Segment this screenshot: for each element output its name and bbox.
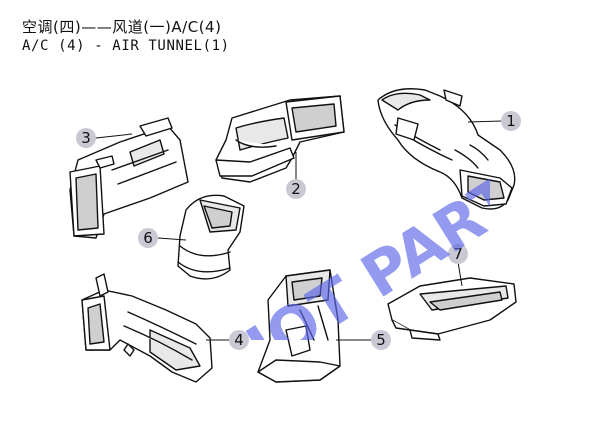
leader-6 xyxy=(157,237,187,241)
leader-3 xyxy=(95,133,133,139)
callout-5: 5 xyxy=(371,330,391,350)
title-chinese: 空调(四)——风道(一)A/C(4) xyxy=(22,18,222,36)
callout-1: 1 xyxy=(501,111,521,131)
part-4-air-duct xyxy=(81,273,213,383)
callout-7: 7 xyxy=(448,244,468,264)
leader-7 xyxy=(457,261,463,287)
part-2-air-duct xyxy=(215,95,345,183)
callout-3: 3 xyxy=(76,128,96,148)
callout-6: 6 xyxy=(138,228,158,248)
callout-2: 2 xyxy=(286,179,306,199)
title-english: A/C (4) - AIR TUNNEL(1) xyxy=(22,38,230,54)
part-5-air-duct xyxy=(257,269,341,383)
part-7-air-duct xyxy=(387,277,517,341)
svg-text:2: 2 xyxy=(291,180,301,198)
part-6-air-duct xyxy=(177,194,245,280)
svg-text:4: 4 xyxy=(234,331,244,349)
svg-text:6: 6 xyxy=(143,229,153,247)
svg-text:5: 5 xyxy=(376,331,386,349)
part-1-air-duct xyxy=(377,88,516,210)
callout-4: 4 xyxy=(229,330,249,350)
part-3-air-duct xyxy=(69,117,189,239)
svg-text:7: 7 xyxy=(453,245,463,263)
svg-text:3: 3 xyxy=(81,129,91,147)
leader-1 xyxy=(467,120,503,123)
svg-text:1: 1 xyxy=(506,112,516,130)
